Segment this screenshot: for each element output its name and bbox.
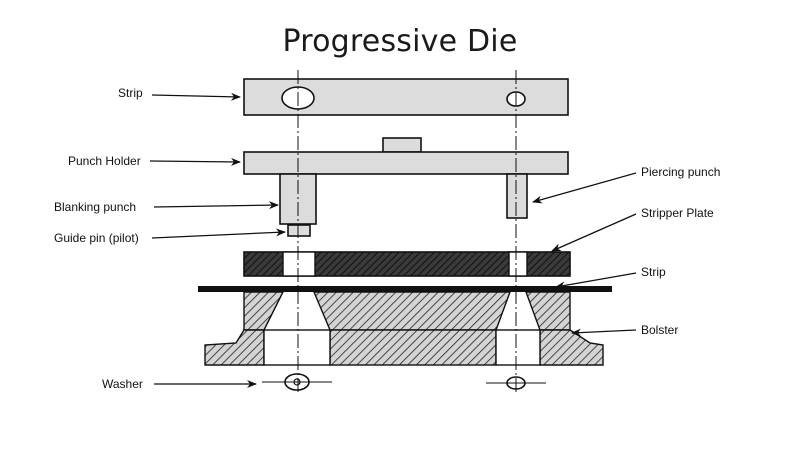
label-bolster: Bolster (641, 323, 679, 337)
leader-bolster (571, 328, 637, 337)
label-blanking-punch: Blanking punch (54, 200, 137, 214)
label-piercing-punch: Piercing punch (641, 165, 721, 179)
leader-strip-bottom (555, 272, 637, 290)
label-guide-pin: Guide pin (pilot) (54, 231, 139, 245)
bolster (204, 329, 604, 366)
piercing-punch (506, 173, 528, 219)
label-strip-top: Strip (118, 86, 143, 100)
diagram-title: Progressive Die (282, 24, 518, 59)
leader-blanking-punch (153, 201, 279, 210)
leader-punch-holder (149, 157, 241, 166)
bottom-strip (198, 286, 612, 292)
leader-piercing-punch (532, 172, 637, 204)
label-punch-holder: Punch Holder (68, 154, 141, 168)
top-strip (243, 78, 569, 116)
leader-strip-top (151, 92, 241, 101)
punch-holder (243, 137, 569, 175)
leader-guide-pin (151, 228, 286, 239)
leader-stripper-plate (551, 213, 637, 252)
die-block (243, 291, 571, 331)
label-strip-bottom: Strip (641, 265, 666, 279)
stripper-plate (243, 251, 571, 277)
washer-left (262, 373, 332, 391)
label-washer: Washer (102, 377, 143, 391)
label-stripper-plate: Stripper Plate (641, 206, 714, 220)
